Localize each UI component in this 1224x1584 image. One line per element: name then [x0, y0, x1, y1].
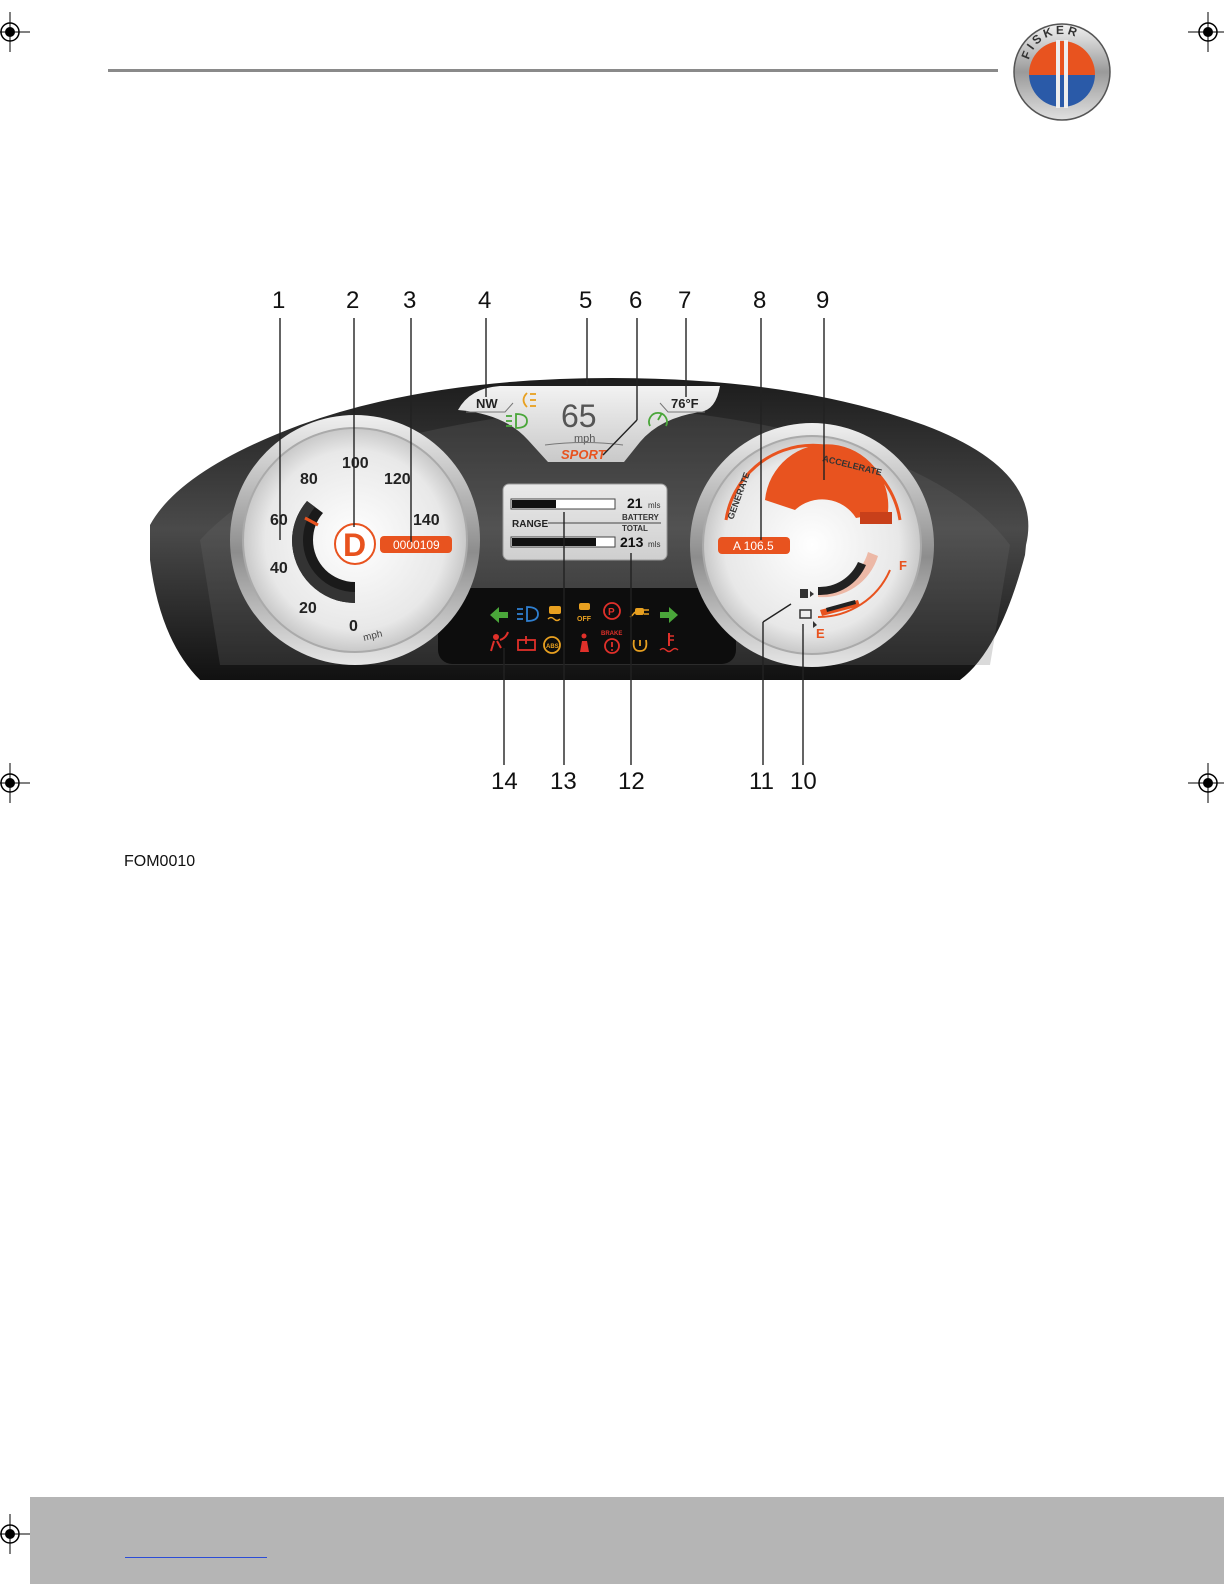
traction-off-label: OFF — [577, 616, 592, 623]
callout-14: 14 — [491, 768, 518, 796]
total-label: TOTAL — [622, 524, 648, 533]
tick-140: 140 — [413, 512, 440, 529]
callout-4: 4 — [478, 287, 491, 315]
brake-label: BRAKE — [601, 631, 622, 637]
speedometer: 0 20 40 60 80 100 120 140 mph D 0000109 — [230, 415, 480, 665]
callout-13: 13 — [550, 768, 577, 796]
figure-label: FOM0010 — [124, 853, 195, 871]
callout-7: 7 — [678, 287, 691, 315]
compass-heading: NW — [476, 396, 498, 411]
empty-label: E — [816, 626, 825, 641]
tick-100: 100 — [342, 455, 369, 472]
odometer-readout: 0000109 — [393, 538, 440, 552]
speed-unit: mph — [574, 433, 595, 445]
callout-9: 9 — [816, 287, 829, 315]
range-label: RANGE — [512, 519, 548, 530]
amps-readout: A 106.5 — [733, 539, 774, 553]
callout-11: 11 — [749, 768, 774, 796]
callout-3: 3 — [403, 287, 416, 315]
battery-range-bar — [512, 500, 556, 508]
svg-text:P: P — [608, 607, 615, 618]
warning-light-panel — [438, 588, 736, 664]
callout-1: 1 — [272, 287, 285, 315]
callout-2: 2 — [346, 287, 359, 315]
total-range-unit: mls — [648, 540, 660, 549]
callout-6: 6 — [629, 287, 642, 315]
tick-60: 60 — [270, 512, 288, 529]
info-display: 21 mls BATTERY RANGE TOTAL 213 mls — [503, 484, 667, 560]
power-meter: GENERATE ACCELERATE A 106.5 F E — [690, 423, 934, 667]
total-range-bar — [512, 538, 596, 546]
gear-indicator: D — [343, 527, 366, 563]
callout-8: 8 — [753, 287, 766, 315]
callout-10: 10 — [790, 768, 817, 796]
total-range-value: 213 — [620, 534, 644, 550]
callout-12: 12 — [618, 768, 645, 796]
battery-range-value: 21 — [627, 495, 643, 511]
battery-range-unit: mls — [648, 501, 660, 510]
footer-link-underline[interactable] — [125, 1557, 267, 1558]
tick-0: 0 — [349, 618, 358, 635]
abs-label: ABS — [546, 644, 559, 650]
tick-80: 80 — [300, 471, 318, 488]
tick-120: 120 — [384, 471, 411, 488]
callout-5: 5 — [579, 287, 592, 315]
tick-20: 20 — [299, 600, 317, 617]
battery-label: BATTERY — [622, 513, 660, 522]
outside-temperature: 76°F — [671, 396, 699, 411]
tick-40: 40 — [270, 560, 288, 577]
speed-readout: 65 — [561, 398, 597, 434]
full-label: F — [899, 558, 907, 573]
footer-bar — [30, 1497, 1224, 1584]
drive-mode: SPORT — [561, 447, 607, 462]
